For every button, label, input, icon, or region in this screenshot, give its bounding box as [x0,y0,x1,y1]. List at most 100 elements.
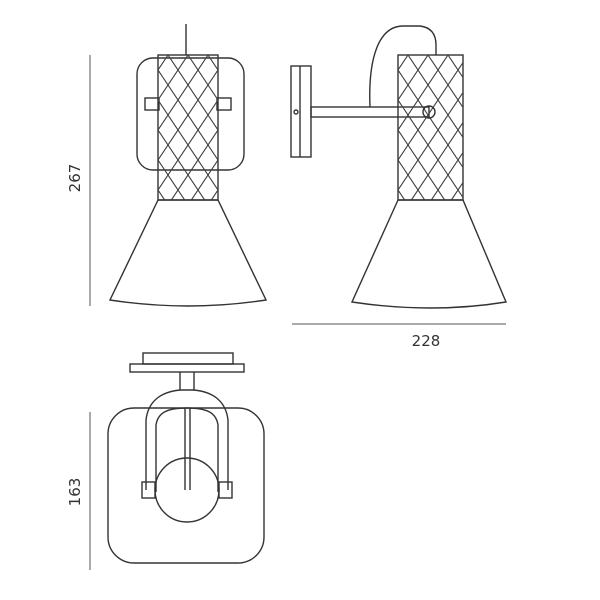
lattice-cell [197,174,218,200]
lattice-cell [478,25,498,55]
lattice-cell [378,205,398,235]
lattice-cell [447,99,463,131]
lattice-cell [368,190,388,220]
lattice-cell [438,205,458,235]
lattice-cell [187,55,189,56]
lattice-cell [368,100,388,130]
top-view [107,352,265,564]
lattice-cell [427,129,449,161]
lattice-cell [468,190,488,220]
lattice-cell [437,114,459,146]
lattice-cell [437,55,459,86]
lattice-cell [207,159,218,191]
lattice-cell [398,99,409,131]
lattice-cell [437,144,459,176]
lattice-cell [437,84,459,116]
lattice-cell [167,69,189,101]
lattice-cell [207,99,218,131]
lattice-cell [177,55,199,86]
lattice-cell [177,84,199,116]
lattice-cell [207,55,209,56]
lattice-cell [417,144,439,176]
lattice-cell [158,189,159,191]
front-lattice-pattern [128,25,238,235]
lattice-cell [368,160,388,190]
lattice-cell [158,174,179,200]
front-shade [108,199,268,307]
lattice-cell [217,189,218,191]
lattice-cell [398,55,419,86]
lattice-cell [407,55,409,56]
lattice-cell [398,159,399,161]
lattice-cell [158,69,159,71]
lattice-cell [478,55,498,85]
lattice-cell [398,69,409,101]
lattice-cell [177,174,199,200]
lattice-cell [158,69,169,101]
lattice-cell [468,70,488,100]
lattice-cell [158,84,179,116]
lattice-cell [368,130,388,160]
lattice-cell [447,55,449,56]
lattice-cell [427,69,449,101]
side-shade [350,199,507,309]
lattice-cell [478,115,498,145]
lattice-cell [407,69,429,101]
lattice-cell [468,130,488,160]
lattice-cell [207,69,218,101]
lattice-cell [447,159,463,191]
lattice-cell [187,129,209,161]
side-view [290,25,507,309]
lattice-cell [418,205,438,235]
width-label: 228 [412,332,441,350]
lattice-cell [427,159,449,191]
dimension-depth: 163 [66,412,91,570]
lattice-cell [398,205,418,235]
lattice-cell [218,25,238,55]
lattice-cell [177,114,199,146]
lattice-cell [128,70,148,100]
lattice-cell [158,159,169,191]
front-view [108,24,268,307]
lattice-cell [427,99,449,131]
lattice-cell [407,129,429,161]
dimension-width: 228 [292,323,506,350]
lattice-cell [217,129,218,131]
lattice-cell [437,174,459,200]
side-lattice-pattern [368,25,498,235]
lattice-cell [170,189,186,200]
lattice-cell [407,159,429,191]
lattice-cell [158,129,169,161]
lattice-cell [458,205,478,235]
lattice-cell [190,189,206,200]
lattice-cell [128,130,148,160]
lattice-cell [158,99,169,131]
lattice-cell [167,99,189,131]
lattice-cell [398,159,409,191]
lattice-cell [457,181,463,199]
lattice-cell [198,205,218,235]
lattice-cell [207,129,218,161]
lattice-cell [128,160,148,190]
lattice-cell [457,151,463,169]
lattice-cell [187,159,209,191]
lattice-cell [398,99,399,101]
lattice-cell [478,85,498,115]
lattice-cell [158,55,179,86]
lattice-cell [158,205,178,235]
lattice-cell [457,91,463,109]
lattice-cell [447,69,463,101]
lattice-cell [398,174,419,200]
lattice-cell [468,100,488,130]
lattice-cell [158,114,179,146]
lattice-cell [187,69,209,101]
lattice-cell [417,174,439,200]
lattice-cell [197,114,218,146]
dimension-height: 267 [66,55,91,306]
lattice-cell [178,205,198,235]
lattice-cell [398,129,399,131]
lattice-cell [407,99,429,131]
lattice-cell [468,40,488,70]
lattice-cell [167,159,189,191]
lattice-cell [457,61,463,79]
